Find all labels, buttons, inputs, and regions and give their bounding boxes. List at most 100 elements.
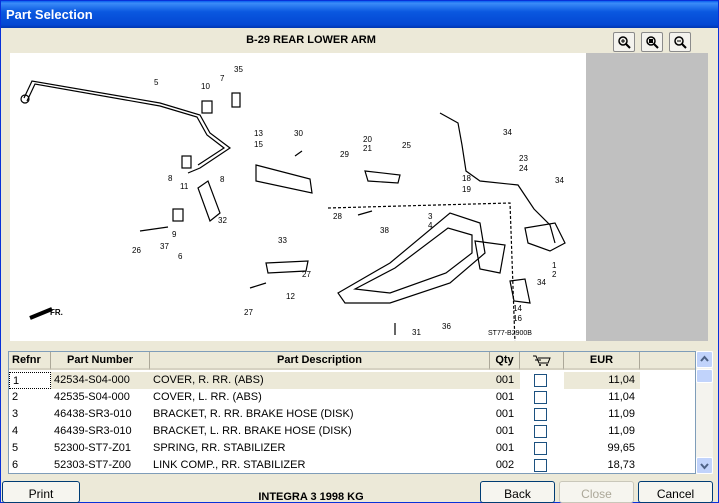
callout-label: 30 [294,129,303,138]
callout-label: 34 [503,128,512,137]
column-header-blank [640,352,695,370]
callout-label: 16 [513,314,522,323]
cell-refnr: 6 [12,459,19,471]
add-to-cart-checkbox[interactable] [534,391,547,404]
front-direction-label: FR. [50,308,63,317]
cell-part-number: 46438-SR3-010 [54,408,132,420]
add-to-cart-checkbox[interactable] [534,425,547,438]
callout-label: 35 [234,65,243,74]
callout-label: 2 [552,270,557,279]
cell-description: COVER, L. RR. (ABS) [153,391,262,403]
column-header-cart[interactable] [520,352,564,370]
window-title: Part Selection [6,7,93,22]
vehicle-info: INTEGRA 3 1998 KG [258,491,364,503]
table-row[interactable]: 4 46439-SR3-010 BRACKET, L. RR. BRAKE HO… [9,423,695,440]
add-to-cart-checkbox[interactable] [534,374,547,387]
table-row[interactable]: 3 46438-SR3-010 BRACKET, R. RR. BRAKE HO… [9,406,695,423]
callout-label: 4 [428,221,433,230]
zoom-fit-icon [646,36,659,49]
callout-label: 14 [513,304,522,313]
zoom-in-button[interactable] [613,32,635,52]
close-button[interactable]: Close [559,481,634,503]
callout-label: 1 [552,261,557,270]
callout-label: 18 [462,174,471,183]
cell-qty: 001 [490,372,520,389]
cell-qty: 001 [495,391,515,403]
callout-label: 10 [201,82,210,91]
callout-label: 8 [220,175,225,184]
callout-label: 27 [302,270,311,279]
table-row[interactable]: 2 42535-S04-000 COVER, L. RR. (ABS) 001 … [9,389,695,406]
cell-price: 11,09 [608,408,635,420]
callout-label: 9 [172,230,177,239]
callout-label: 12 [286,292,295,301]
cell-price: 18,73 [607,459,635,471]
cell-refnr: 2 [12,391,19,403]
callout-label: 15 [254,140,263,149]
zoom-in-icon [618,36,631,49]
callout-label: 21 [363,144,372,153]
callout-label: 13 [254,129,263,138]
cell-price: 11,04 [608,391,635,403]
cell-description: BRACKET, L. RR. BRAKE HOSE (DISK) [153,425,352,437]
column-header-price[interactable]: EUR [564,352,640,370]
callout-label: 27 [244,308,253,317]
cell-refnr: 4 [12,425,19,437]
cell-qty: 001 [495,442,515,454]
add-to-cart-checkbox[interactable] [534,442,547,455]
title-bar: Part Selection [1,1,718,28]
cell-price: 99,65 [607,442,635,454]
callout-label: 19 [462,185,471,194]
callout-label: 32 [218,216,227,225]
table-row[interactable]: 6 52303-ST7-Z00 LINK COMP., RR. STABILIZ… [9,457,695,473]
column-header-part-number[interactable]: Part Number [51,352,150,370]
cell-part-number: 52300-ST7-Z01 [54,442,132,454]
add-to-cart-checkbox[interactable] [534,459,547,472]
zoom-out-button[interactable] [669,32,691,52]
column-header-qty[interactable]: Qty [490,352,520,370]
cell-qty: 001 [495,408,515,420]
cell-part-number: 42535-S04-000 [54,391,130,403]
parts-diagram[interactable]: 5 10 7 35 13 15 30 20 21 25 29 8 11 8 28… [10,53,586,344]
column-header-description[interactable]: Part Description [150,352,490,370]
diagram-code: ST77-B2900B [488,330,532,337]
callout-label: 26 [132,246,141,255]
callout-label: 37 [160,242,169,251]
cell-refnr: 3 [12,408,19,420]
arrow-down-icon [700,463,709,470]
cart-icon [533,355,551,366]
arrow-up-icon [700,355,709,362]
cell-refnr: 5 [12,442,19,454]
callout-label: 3 [428,212,433,221]
table-row[interactable]: 1 42534-S04-000 COVER, R. RR. (ABS) 001 … [9,372,695,389]
callout-label: 11 [180,182,189,191]
callout-label: 20 [363,135,372,144]
callout-label: 38 [380,226,389,235]
scroll-thumb[interactable] [696,369,713,383]
scroll-down-button[interactable] [696,457,713,474]
back-button[interactable]: Back [480,481,555,503]
cell-qty: 001 [495,425,515,437]
print-button[interactable]: Print [2,481,80,503]
zoom-out-icon [674,36,687,49]
cell-price: 11,04 [564,372,640,389]
cancel-button[interactable]: Cancel [638,481,713,503]
diagram-side-panel [586,53,708,341]
cell-qty: 002 [495,459,515,471]
callout-label: 33 [278,236,287,245]
table-row[interactable]: 5 52300-ST7-Z01 SPRING, RR. STABILIZER 0… [9,440,695,457]
scroll-up-button[interactable] [696,351,713,368]
callout-label: 36 [442,322,451,331]
diagram-title: B-29 REAR LOWER ARM [246,34,376,46]
add-to-cart-checkbox[interactable] [534,408,547,421]
table-header: Refnr Part Number Part Description Qty E… [9,352,695,370]
cell-part-number: 52303-ST7-Z00 [54,459,132,471]
callout-label: 25 [402,141,411,150]
callout-label: 6 [178,252,183,261]
cell-price: 11,09 [608,425,635,437]
zoom-fit-button[interactable] [641,32,663,52]
column-header-refnr[interactable]: Refnr [9,352,51,370]
table-scrollbar[interactable] [696,351,713,474]
callout-label: 8 [168,174,173,183]
